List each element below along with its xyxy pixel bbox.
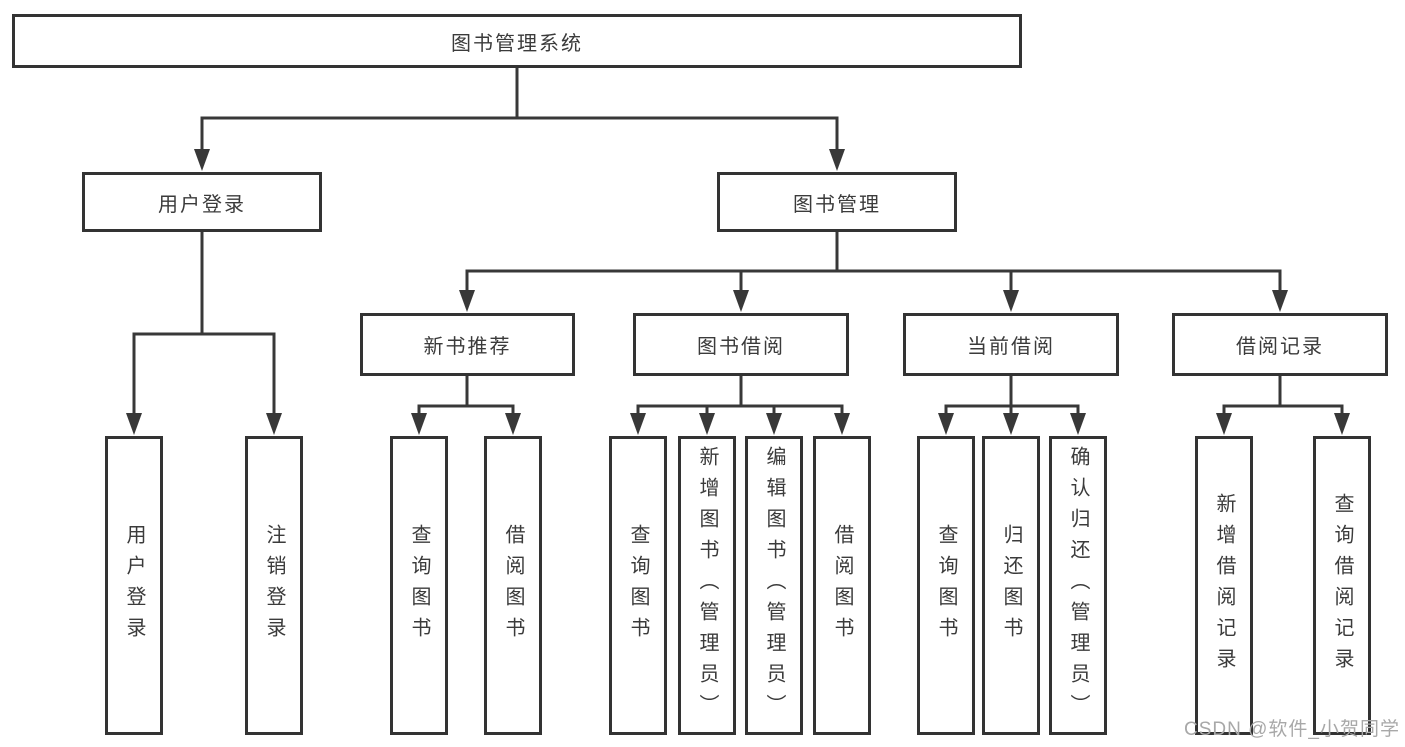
node-book-borrowing: 图书借阅 — [633, 313, 849, 376]
leaf-query-books-current: 查询图书 — [917, 436, 975, 735]
leaf-query-borrow-record: 查询借阅记录 — [1313, 436, 1371, 735]
leaf-label: 查询图书 — [408, 523, 430, 648]
leaf-user-login: 用户登录 — [105, 436, 163, 735]
node-label: 用户登录 — [158, 193, 246, 216]
leaf-query-books-borrow: 查询图书 — [609, 436, 667, 735]
leaf-edit-book-admin: 编辑图书（管理员） — [745, 436, 803, 735]
node-label: 新书推荐 — [423, 336, 512, 358]
leaf-label: 注销登录 — [263, 523, 285, 648]
node-user-login: 用户登录 — [82, 172, 322, 232]
leaf-label: 确认归还（管理员） — [1067, 446, 1089, 725]
leaf-label: 新增图书（管理员） — [696, 446, 718, 725]
leaf-label: 用户登录 — [123, 523, 145, 648]
node-label: 借阅记录 — [1236, 336, 1324, 358]
node-label: 图书管理 — [793, 193, 881, 216]
leaf-label: 编辑图书（管理员） — [763, 446, 785, 725]
connector-borrowing-records — [1216, 376, 1350, 435]
node-label: 图书管理系统 — [451, 32, 583, 55]
leaf-borrow-books: 借阅图书 — [813, 436, 871, 735]
leaf-borrow-books-recommend: 借阅图书 — [484, 436, 542, 735]
leaf-add-borrow-record: 新增借阅记录 — [1195, 436, 1253, 735]
leaf-label: 查询图书 — [935, 523, 957, 648]
connector-current-borrowing — [938, 376, 1086, 435]
leaf-add-book-admin: 新增图书（管理员） — [678, 436, 736, 735]
leaf-query-books-recommend: 查询图书 — [390, 436, 448, 735]
connector-user-login — [126, 232, 282, 435]
leaf-label: 查询图书 — [627, 523, 649, 648]
csdn-watermark: CSDN @软件_小贺同学 — [1184, 719, 1400, 740]
node-label: 当前借阅 — [967, 336, 1055, 358]
node-current-borrowing: 当前借阅 — [903, 313, 1119, 376]
node-borrowing-records: 借阅记录 — [1172, 313, 1388, 376]
node-library-management-system: 图书管理系统 — [12, 14, 1022, 68]
connector-new-book-recommendation — [411, 376, 521, 435]
node-book-management: 图书管理 — [717, 172, 957, 232]
leaf-label: 新增借阅记录 — [1213, 492, 1235, 679]
leaf-label: 借阅图书 — [831, 523, 853, 648]
leaf-label: 归还图书 — [1000, 523, 1022, 648]
leaf-label: 借阅图书 — [502, 523, 524, 648]
node-new-book-recommendation: 新书推荐 — [360, 313, 575, 376]
connector-book-management — [459, 232, 1288, 312]
leaf-return-books: 归还图书 — [982, 436, 1040, 735]
leaf-logout: 注销登录 — [245, 436, 303, 735]
leaf-label: 查询借阅记录 — [1331, 492, 1353, 679]
connector-root — [194, 68, 845, 171]
connector-book-borrowing — [630, 376, 850, 435]
leaf-confirm-return-admin: 确认归还（管理员） — [1049, 436, 1107, 735]
node-label: 图书借阅 — [697, 336, 785, 358]
